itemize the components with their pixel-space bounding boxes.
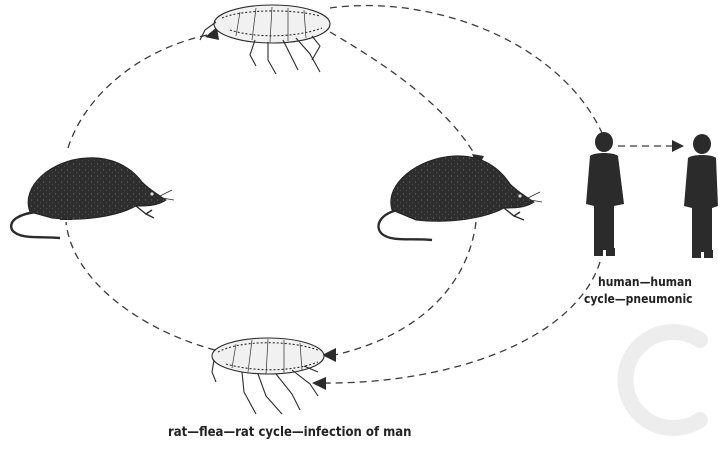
arc-top-flea-to-human <box>330 6 603 135</box>
arrow-to-bottom-flea-lower <box>312 377 326 390</box>
arc-bottom-flea-to-left-rat <box>66 222 215 350</box>
main-cycle-caption: rat—flea—rat cycle—infection of man <box>168 425 412 440</box>
human-cycle-caption-line2: cycle—pneumonic <box>584 292 693 306</box>
arc-right-rat-to-bottom-flea <box>335 222 476 355</box>
arc-top-flea-to-right-rat <box>330 32 478 160</box>
arc-human-to-bottom-flea <box>318 262 600 383</box>
arrow-human-to-human <box>672 140 684 152</box>
human-cycle-caption-line1: human—human <box>598 275 692 289</box>
flea-top-icon <box>200 5 330 74</box>
rat-right-icon <box>379 156 542 240</box>
human-right-icon <box>684 134 718 258</box>
arc-left-rat-to-top-flea <box>68 34 212 148</box>
human-left-icon <box>586 132 624 256</box>
flea-bottom-icon <box>212 338 324 414</box>
watermark-logo <box>625 332 700 428</box>
rat-left-icon <box>11 158 174 238</box>
